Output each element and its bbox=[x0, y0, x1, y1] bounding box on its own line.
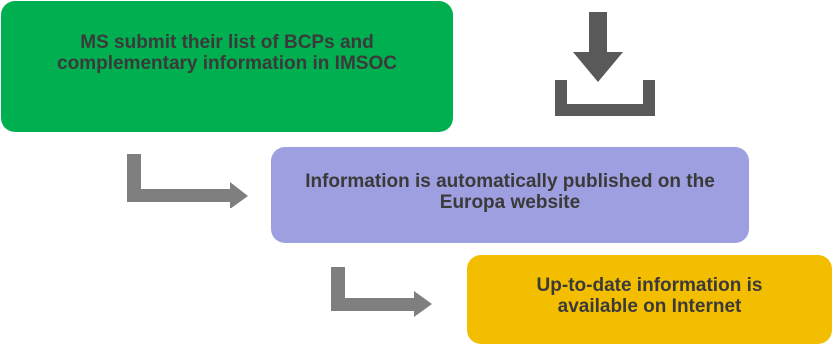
step-submit-text: MS submit their list of BCPs and complem… bbox=[57, 31, 397, 74]
step-publish-box: Information is automatically published o… bbox=[271, 147, 749, 243]
step-available-box: Up-to-date information is available on I… bbox=[467, 255, 832, 344]
step-publish-text: Information is automatically published o… bbox=[305, 171, 715, 213]
step-submit-box: MS submit their list of BCPs and complem… bbox=[1, 1, 453, 132]
download-icon bbox=[555, 12, 655, 116]
step-available-text: Up-to-date information is available on I… bbox=[536, 274, 763, 317]
connector-arrow-2-icon bbox=[331, 267, 432, 317]
connector-arrow-1-icon bbox=[127, 154, 248, 208]
